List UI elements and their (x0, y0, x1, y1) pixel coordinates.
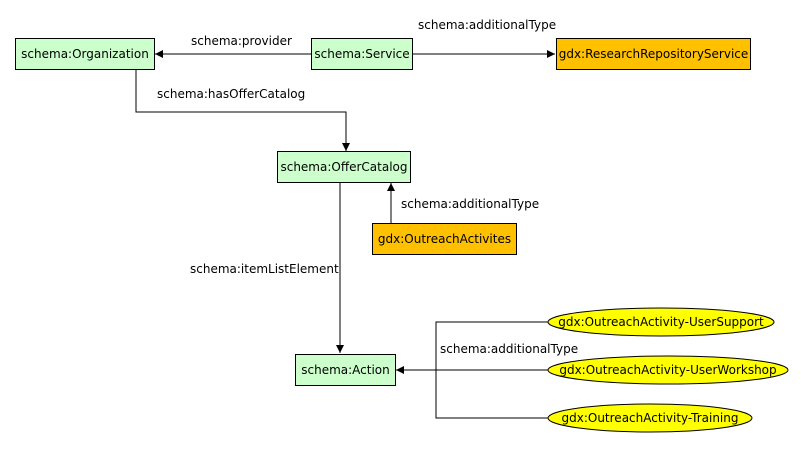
node-organization[interactable]: schema:Organization (15, 38, 155, 70)
node-outreach-activities[interactable]: gdx:OutreachActivites (372, 223, 517, 255)
node-action[interactable]: schema:Action (295, 354, 396, 386)
edge-label-has-offer-catalog: schema:hasOfferCatalog (157, 87, 305, 101)
edge-label-item-list-element: schema:itemListElement (190, 262, 339, 276)
node-label-action: schema:Action (301, 363, 390, 377)
edge-label-action-additional-type: schema:additionalType (440, 342, 578, 356)
edge-action-additional-type: schema:additionalType (396, 321, 578, 419)
node-label-research-repository-service: gdx:ResearchRepositoryService (559, 47, 749, 61)
edge-label-catalog-additional-type: schema:additionalType (401, 197, 539, 211)
edge-service-additional-type: schema:additionalType (413, 18, 556, 58)
edge-catalog-additional-type: schema:additionalType (387, 183, 539, 223)
node-user-workshop[interactable]: gdx:OutreachActivity-UserWorkshop (547, 355, 789, 385)
edge-provider: schema:provider (155, 34, 311, 58)
node-label-training: gdx:OutreachActivity-Training (562, 411, 739, 425)
node-user-support[interactable]: gdx:OutreachActivity-UserSupport (547, 307, 775, 337)
edge-label-service-additional-type: schema:additionalType (418, 18, 556, 32)
node-service[interactable]: schema:Service (311, 38, 413, 70)
node-label-outreach-activities: gdx:OutreachActivites (378, 232, 511, 246)
node-label-service: schema:Service (314, 47, 409, 61)
node-offer-catalog[interactable]: schema:OfferCatalog (277, 151, 411, 183)
node-training[interactable]: gdx:OutreachActivity-Training (547, 403, 753, 433)
edge-item-list-element: schema:itemListElement (190, 183, 344, 353)
edge-has-offer-catalog: schema:hasOfferCatalog (135, 70, 350, 151)
node-label-user-support: gdx:OutreachActivity-UserSupport (558, 315, 764, 329)
node-label-organization: schema:Organization (21, 47, 149, 61)
node-research-repository-service[interactable]: gdx:ResearchRepositoryService (556, 38, 751, 70)
node-label-user-workshop: gdx:OutreachActivity-UserWorkshop (559, 363, 776, 377)
node-label-offer-catalog: schema:OfferCatalog (280, 160, 407, 174)
edge-label-provider: schema:provider (191, 34, 292, 48)
